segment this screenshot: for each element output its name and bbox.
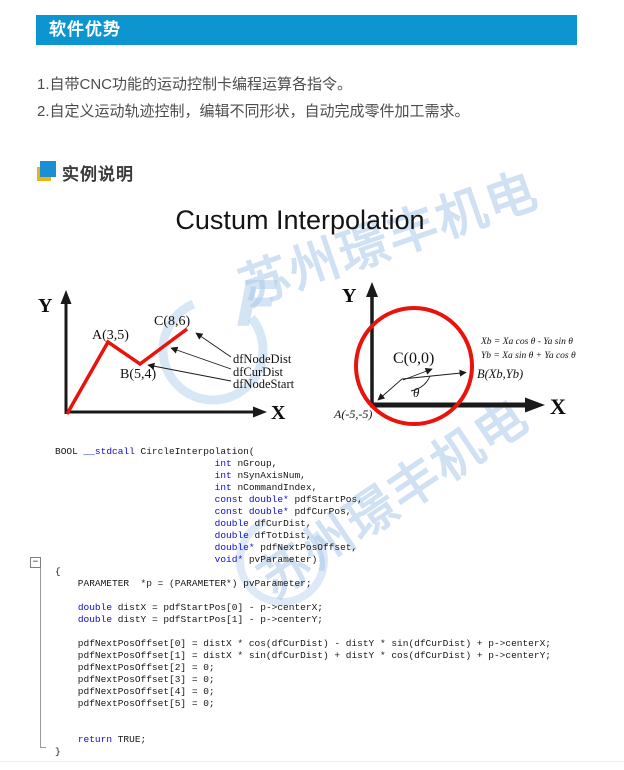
brand-logo-swoosh-icon: F xyxy=(158,268,278,405)
code-line: pdfNextPosOffset[1] = distX * sin(dfCurD… xyxy=(55,650,551,661)
code-line: return TRUE; xyxy=(77,734,147,745)
code-fold-guide-end xyxy=(40,747,46,748)
code-line xyxy=(55,590,551,602)
code-line: pdfNextPosOffset[4] = 0; xyxy=(55,686,215,697)
code-line: double dfCurDist, xyxy=(214,518,312,529)
code-line: const double* pdfStartPos, xyxy=(214,494,363,505)
code-line: pdfNextPosOffset[2] = 0; xyxy=(55,662,215,673)
code-fold-guide-line xyxy=(40,568,41,748)
code-line: pdfNextPosOffset[3] = 0; xyxy=(55,674,215,685)
code-line xyxy=(55,722,551,734)
code-line: const double* pdfCurPos, xyxy=(214,506,352,517)
code-fold-collapse-icon[interactable]: − xyxy=(30,557,41,568)
page-section-title: 软件优势 xyxy=(49,20,121,39)
code-line: pdfNextPosOffset[0] = distX * cos(dfCurD… xyxy=(55,638,551,649)
figure-title: Custum Interpolation xyxy=(175,205,425,235)
code-line: PARAMETER *p = (PARAMETER*) pvParameter; xyxy=(55,578,312,589)
code-line: double* pdfNextPosOffset, xyxy=(214,542,358,553)
brand-logo-swoosh-icon xyxy=(236,514,328,606)
code-line: { xyxy=(55,566,61,577)
page-section-bar: 软件优势 xyxy=(36,15,577,45)
section-title: 实例说明 xyxy=(62,165,134,184)
svg-text:F: F xyxy=(236,268,278,341)
feature-bullet: 2.自定义运动轨迹控制，编辑不同形状，自动完成零件加工需求。 xyxy=(37,103,470,120)
code-line xyxy=(55,626,551,638)
code-block: BOOL __stdcall CircleInterpolation( int … xyxy=(55,446,551,758)
code-line: double dfTotDist, xyxy=(214,530,312,541)
feature-bullet: 1.自带CNC功能的运动控制卡编程运算各指令。 xyxy=(37,76,353,93)
code-line: int nCommandIndex, xyxy=(214,482,318,493)
code-line: double distY = pdfStartPos[1] - p->cente… xyxy=(77,614,323,625)
code-line: pdfNextPosOffset[5] = 0; xyxy=(55,698,215,709)
page-bottom-divider xyxy=(0,761,624,762)
code-line xyxy=(55,710,551,722)
code-line: } xyxy=(55,746,61,757)
code-line: BOOL __stdcall CircleInterpolation( xyxy=(55,446,255,457)
code-line: void* pvParameter) xyxy=(214,554,318,565)
code-line: double distX = pdfStartPos[0] - p->cente… xyxy=(77,602,323,613)
section-marker-icon xyxy=(37,161,57,181)
code-line: int nGroup, xyxy=(214,458,278,469)
code-line: int nSynAxisNum, xyxy=(214,470,306,481)
